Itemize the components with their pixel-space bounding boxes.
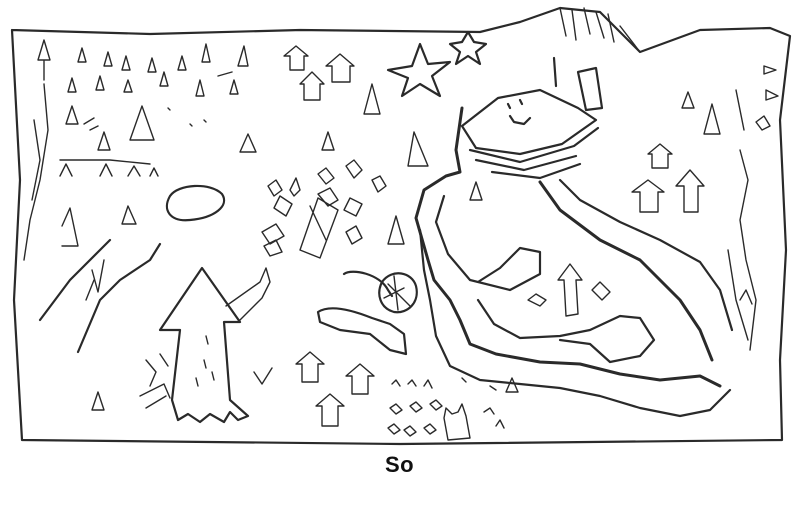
east-markers bbox=[755, 65, 779, 131]
river-left bbox=[38, 238, 162, 354]
east-cliff-detail bbox=[739, 289, 753, 305]
lake-left bbox=[165, 184, 226, 222]
river-main-east bbox=[538, 180, 714, 362]
village-south bbox=[295, 351, 375, 427]
river-main-west bbox=[414, 106, 722, 388]
sandwich-landmark bbox=[460, 56, 604, 180]
stars bbox=[386, 30, 488, 98]
misc-ticks bbox=[83, 71, 233, 131]
forest-left bbox=[37, 39, 249, 411]
village-east bbox=[631, 91, 721, 213]
east-cliff bbox=[727, 89, 757, 351]
paper-tear bbox=[559, 7, 641, 53]
south-scribbles bbox=[387, 377, 519, 441]
sketch-map bbox=[10, 6, 792, 446]
river-east-bank bbox=[558, 178, 734, 332]
left-cliff bbox=[23, 83, 49, 261]
stream-middle bbox=[316, 307, 408, 356]
river-markers bbox=[469, 181, 611, 317]
castle-tower bbox=[139, 266, 273, 424]
river-lower bbox=[418, 228, 732, 418]
garden-middle bbox=[239, 83, 429, 259]
village-north bbox=[283, 45, 355, 101]
river-left-detail bbox=[85, 259, 105, 301]
map-caption: So bbox=[384, 452, 415, 477]
river-inner bbox=[434, 194, 656, 364]
pond-net bbox=[342, 270, 418, 314]
